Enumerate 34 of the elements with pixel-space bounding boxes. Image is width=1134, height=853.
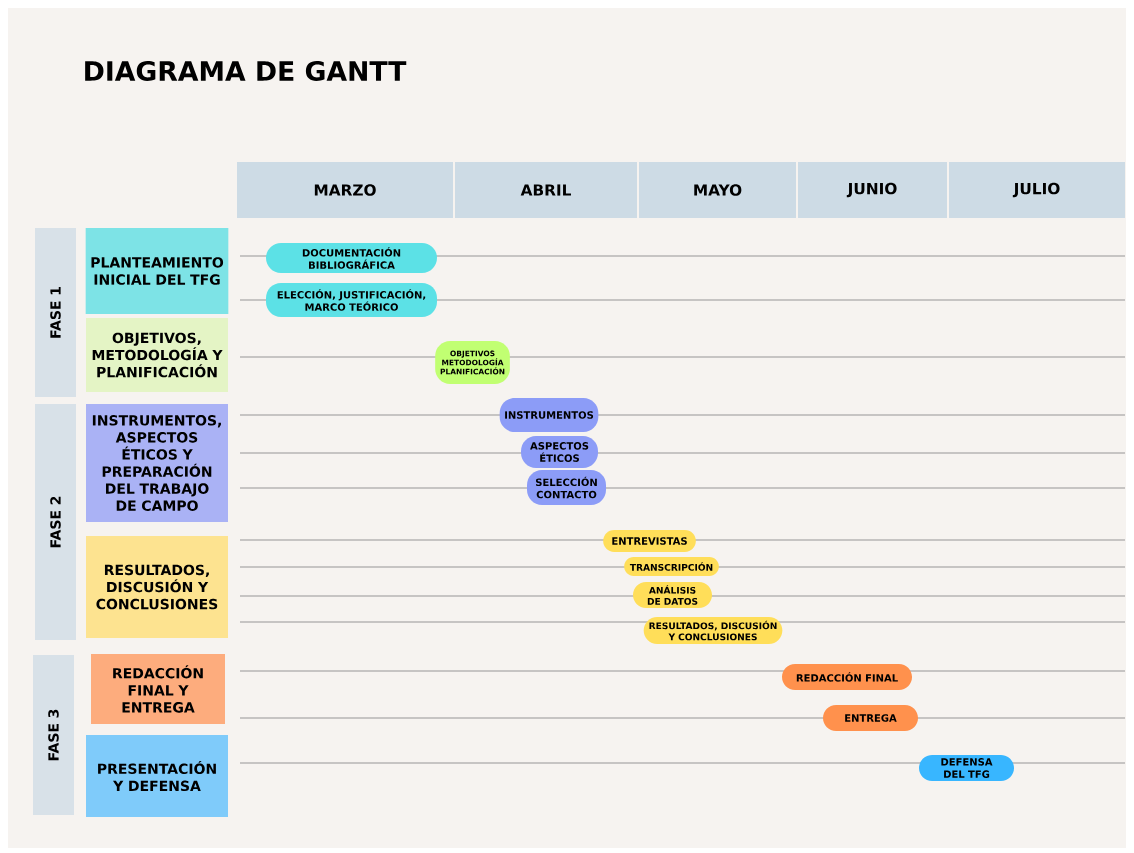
node-label: JULIO bbox=[1012, 182, 1060, 198]
node-label: MARZO bbox=[314, 184, 376, 196]
task-group-box: OBJETIVOS, METODOLOGÍA Y PLANIFICACIÓN bbox=[86, 318, 228, 392]
task-group-box: RESULTADOS, DISCUSIÓN Y CONCLUSIONES bbox=[86, 536, 228, 638]
node-label: SELECCIÓN CONTACTO bbox=[535, 476, 597, 499]
task-group-box: PRESENTACIÓN Y DEFENSA bbox=[86, 735, 228, 817]
task-bar: RESULTADOS, DISCUSIÓN Y CONCLUSIONES bbox=[643, 617, 783, 644]
task-bar: ANÁLISIS DE DATOS bbox=[633, 582, 712, 608]
task-group-box: PLANTEAMIENTO INICIAL DEL TFG bbox=[85, 228, 229, 314]
month-header-cell: JUNIO bbox=[798, 162, 947, 218]
task-group-box: INSTRUMENTOS, ASPECTOS ÉTICOS Y PREPARACIÓN DEL TRABAJO DE CAMPO bbox=[86, 404, 228, 522]
month-header-cell: JULIO bbox=[949, 162, 1125, 218]
month-header-cell: MAYO bbox=[639, 162, 796, 218]
node-label: MAYO bbox=[694, 184, 742, 196]
month-header-cell: MARZO bbox=[237, 162, 453, 218]
node-label: JUNIO bbox=[846, 182, 897, 198]
task-bar: DEFENSA DEL TFG bbox=[919, 755, 1014, 781]
phase-band: FASE 2 bbox=[35, 404, 76, 640]
task-bar: INSTRUMENTOS bbox=[499, 398, 599, 432]
task-bar: SELECCIÓN CONTACTO bbox=[527, 470, 606, 505]
task-bar: ELECCIÓN, JUSTIFICACIÓN, MARCO TEÓRICO bbox=[266, 283, 437, 317]
month-header-cell: ABRIL bbox=[455, 162, 637, 218]
phase-band: FASE 1 bbox=[35, 228, 76, 397]
node-label: ASPECTOS ÉTICOS bbox=[530, 442, 589, 462]
task-bar: ENTREVISTAS bbox=[603, 530, 696, 552]
node-label: ABRIL bbox=[520, 184, 571, 196]
task-bar: ENTREGA bbox=[823, 705, 918, 731]
phase-band: FASE 3 bbox=[33, 655, 74, 815]
task-bar: ASPECTOS ÉTICOS bbox=[521, 436, 598, 468]
task-bar: DOCUMENTACIÓN BIBLIOGRÁFICA bbox=[266, 243, 437, 273]
title: DIAGRAMA DE GANTT bbox=[85, 60, 407, 82]
task-bar: TRANSCRIPCIÓN bbox=[624, 557, 719, 576]
task-group-box: REDACCIÓN FINAL Y ENTREGA bbox=[91, 654, 225, 724]
task-bar: REDACCIÓN FINAL bbox=[782, 664, 912, 690]
